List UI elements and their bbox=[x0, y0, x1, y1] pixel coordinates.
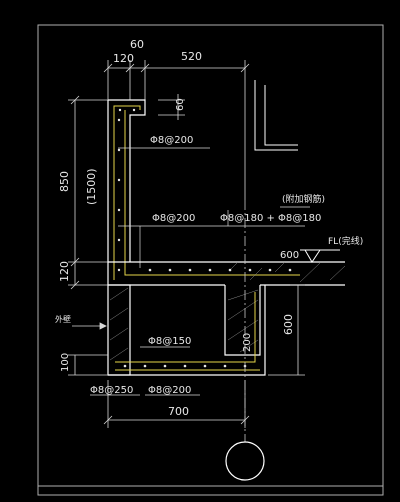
slab-hatch bbox=[229, 261, 346, 283]
dim-120-top: 120 bbox=[113, 52, 134, 65]
dim-700: 700 bbox=[168, 405, 189, 418]
rebar-label-3: Φ8@180 + Φ8@180 bbox=[220, 213, 321, 224]
rebar-label-2: Φ8@200 bbox=[152, 213, 195, 224]
detail-symbol bbox=[254, 80, 298, 151]
dim-60: 60 bbox=[130, 38, 144, 51]
pit-rebar-dots bbox=[123, 364, 247, 368]
pit-walls bbox=[107, 284, 266, 376]
upright-wall bbox=[107, 99, 146, 285]
floor-level-label: FL(完线) bbox=[328, 235, 363, 247]
floor-level-marker bbox=[300, 249, 340, 263]
right-dimension-lines bbox=[268, 284, 305, 376]
wall-rebar bbox=[113, 105, 300, 280]
dim-120-side: 120 bbox=[58, 261, 71, 282]
added-rebar-note: (附加钢筋) bbox=[282, 193, 325, 205]
rebar-label-1: Φ8@200 bbox=[150, 135, 193, 146]
rebar-label-5: Φ8@250 bbox=[90, 385, 133, 396]
rebar-label-4: Φ8@150 bbox=[148, 336, 191, 347]
pit-hatch bbox=[109, 287, 259, 361]
left-lower-dimension bbox=[68, 354, 108, 376]
curb-dimension-lines bbox=[158, 94, 185, 120]
dim-600-vert: 600 bbox=[282, 314, 295, 335]
pit-leader-lines bbox=[90, 346, 200, 396]
dim-200: 200 bbox=[242, 333, 253, 352]
dim-60-small: 60 bbox=[175, 98, 186, 111]
rebar-leader-lines bbox=[118, 147, 305, 268]
side-note-arrow bbox=[72, 322, 107, 330]
left-dimension-lines bbox=[68, 95, 110, 290]
drawing-frame bbox=[37, 24, 384, 496]
dim-520: 520 bbox=[181, 50, 202, 63]
axis-marker-circle bbox=[225, 441, 265, 481]
pit-rebar bbox=[115, 292, 260, 371]
dim-100: 100 bbox=[60, 353, 71, 372]
side-note: 外壁 bbox=[55, 314, 71, 324]
wall-rebar-dots bbox=[117, 108, 136, 272]
rebar-label-6: Φ8@200 bbox=[148, 385, 191, 396]
floor-slab bbox=[108, 261, 345, 286]
slab-rebar-dots bbox=[148, 268, 292, 272]
dim-850: 850 bbox=[58, 171, 71, 192]
top-dimension-lines bbox=[103, 60, 250, 200]
dim-1500: (1500) bbox=[85, 168, 98, 205]
dim-600-slab: 600 bbox=[280, 250, 299, 261]
